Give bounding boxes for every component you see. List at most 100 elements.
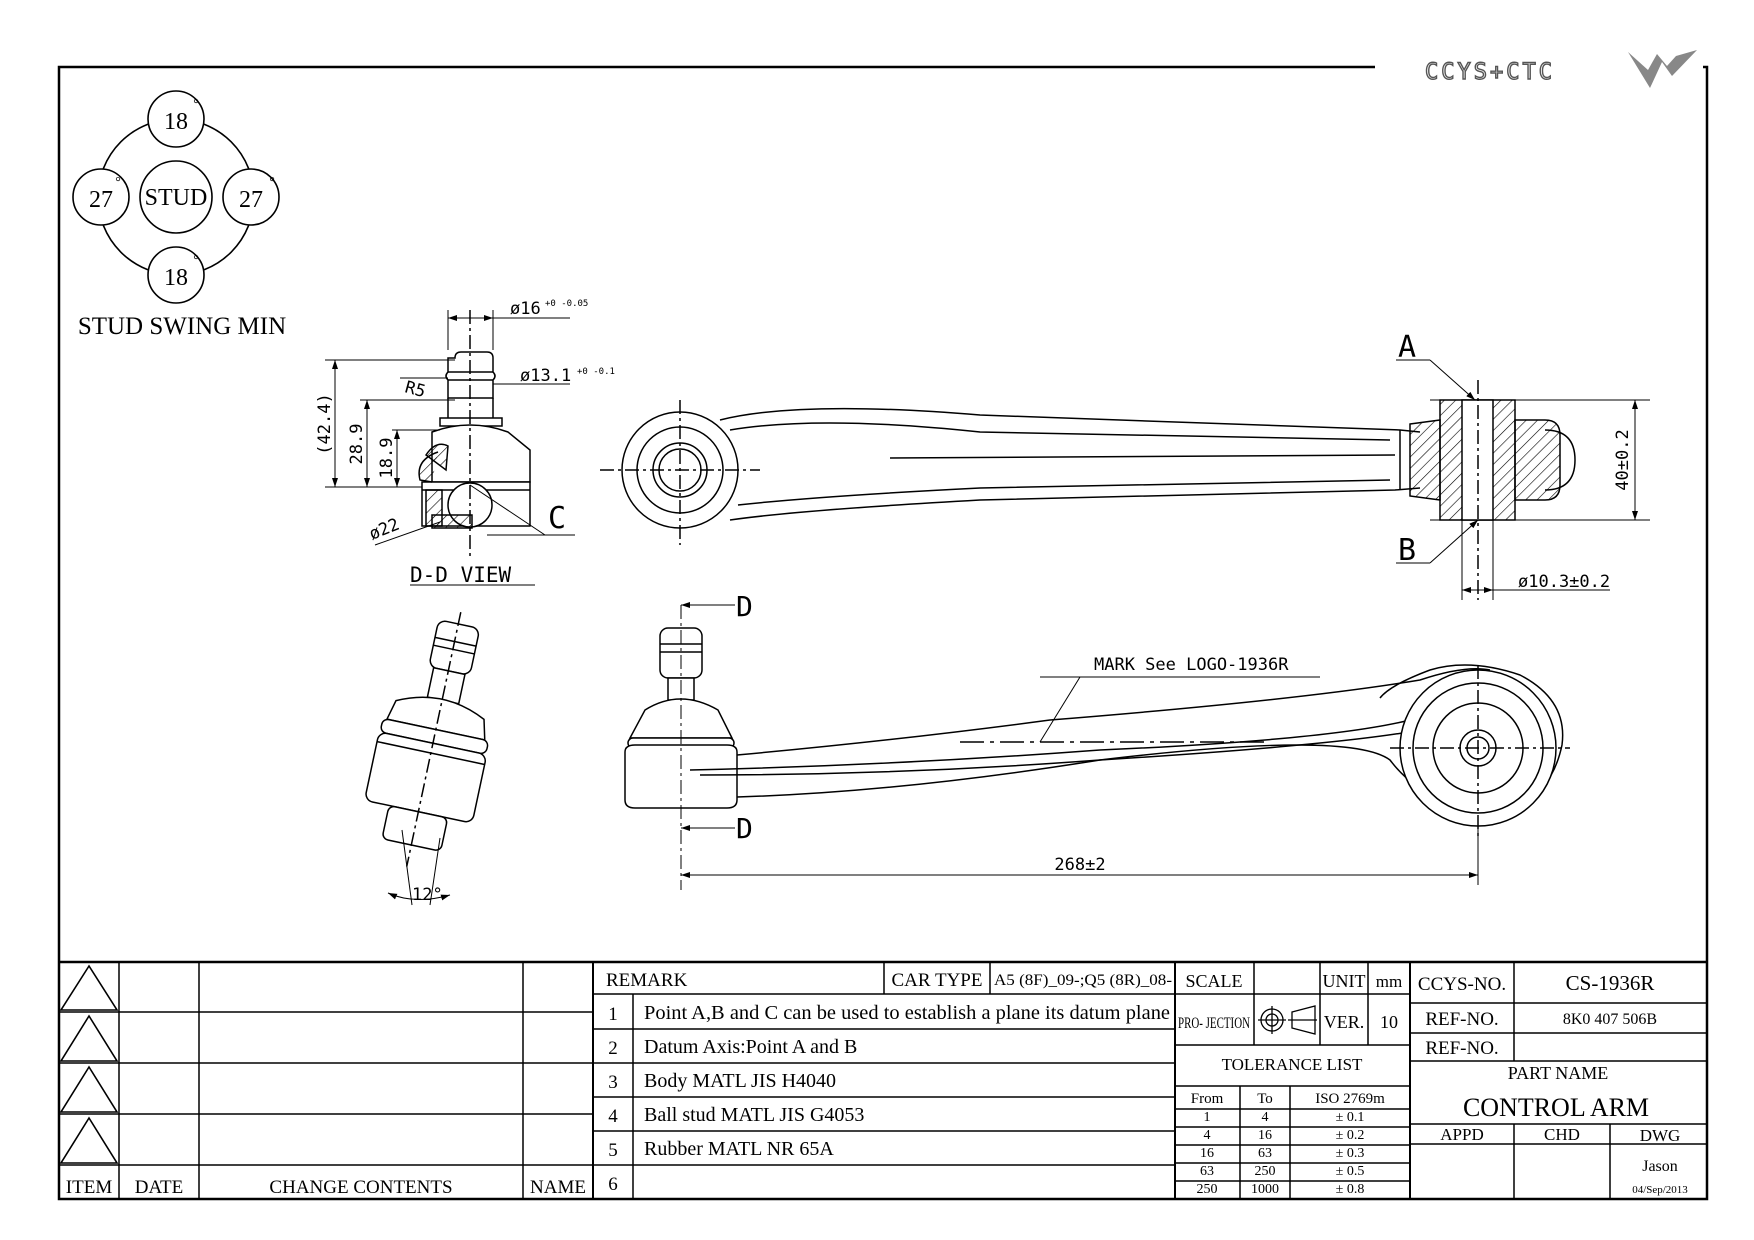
ccys-no-value: CS-1936R — [1566, 971, 1655, 995]
rev-header-date: DATE — [135, 1177, 184, 1198]
tol-from: 1 — [1204, 1110, 1211, 1125]
rev-header-change: CHANGE CONTENTS — [269, 1177, 452, 1198]
swing-left-value: 27 — [89, 187, 113, 213]
projection-label: PRO- JECTION — [1178, 1015, 1250, 1032]
ver-label: VER. — [1324, 1012, 1365, 1032]
tol-value: ± 0.8 — [1336, 1182, 1365, 1197]
tol-to: 4 — [1262, 1110, 1269, 1125]
mark-note: MARK See LOGO-1936R — [1094, 655, 1289, 675]
dim-radius: R5 — [403, 378, 428, 403]
logo-text: CCYS+CTC — [1425, 60, 1555, 85]
ref-no-value: 8K0 407 506B — [1563, 1011, 1657, 1028]
revision-triangles — [59, 964, 119, 1164]
dd-section-view — [418, 310, 531, 560]
drawer-name: Jason — [1642, 1158, 1678, 1175]
tol-value: ± 0.5 — [1336, 1164, 1365, 1179]
sheet-border — [57, 65, 1709, 1201]
swing-degree-mark: ° — [193, 97, 199, 112]
tol-value: ± 0.2 — [1336, 1128, 1365, 1143]
unit-value: mm — [1376, 972, 1402, 991]
top-view-dimensions — [1396, 359, 1650, 600]
tol-from: 4 — [1204, 1128, 1211, 1143]
dim-neck-diameter: ø13.1 — [520, 366, 571, 386]
ref-no-label: REF-NO. — [1425, 1009, 1498, 1030]
angle-dimension — [387, 829, 451, 906]
label-c: C — [548, 501, 566, 536]
tol-header-to: To — [1257, 1091, 1273, 1107]
car-type-label: CAR TYPE — [892, 970, 983, 991]
rev-header-item: ITEM — [66, 1177, 113, 1198]
dim-length: 268±2 — [1054, 855, 1105, 875]
part-name-label: PART NAME — [1508, 1063, 1608, 1083]
tol-header-iso: ISO 2769m — [1315, 1091, 1385, 1107]
remark-no: 6 — [608, 1174, 618, 1195]
dwg-label: DWG — [1640, 1126, 1681, 1145]
remark-no: 3 — [608, 1072, 618, 1093]
dd-view-dimensions — [325, 310, 575, 586]
swing-right-value: 27 — [239, 187, 263, 213]
dim-bush-height: 40±0.2 — [1613, 429, 1633, 490]
ver-value: 10 — [1380, 1012, 1398, 1032]
logo-mark-icon — [1628, 50, 1697, 88]
dd-view-title: D-D VIEW — [410, 563, 512, 587]
ref-no-label-2: REF-NO. — [1425, 1038, 1498, 1059]
company-logo: CCYS+CTC — [1424, 50, 1697, 88]
label-a: A — [1398, 330, 1416, 365]
stud-swing-diagram — [72, 90, 280, 304]
remark-no: 1 — [608, 1004, 618, 1025]
chd-label: CHD — [1544, 1125, 1580, 1144]
swing-degree-mark: ° — [193, 253, 199, 268]
tol-to: 1000 — [1251, 1182, 1279, 1197]
dim-height-28: 28.9 — [347, 424, 367, 465]
remark-title: REMARK — [606, 970, 688, 991]
remark-text: Rubber MATL NR 65A — [644, 1138, 834, 1160]
label-b: B — [1398, 533, 1416, 568]
dim-neck-diameter-tol: +0 -0.1 — [577, 367, 615, 377]
part-name-value: CONTROL ARM — [1463, 1093, 1649, 1122]
remark-no: 5 — [608, 1140, 618, 1161]
dim-angle: 12° — [412, 885, 443, 905]
swing-top-value: 18 — [164, 109, 188, 135]
remark-text: Ball stud MATL JIS G4053 — [644, 1104, 864, 1126]
tol-to: 63 — [1258, 1146, 1272, 1161]
remark-text: Body MATL JIS H4040 — [644, 1070, 836, 1092]
label-d-top: D — [736, 590, 753, 623]
swing-center-label: STUD — [145, 185, 208, 211]
tol-value: ± 0.1 — [1336, 1110, 1365, 1125]
dim-total-height: (42.4) — [315, 393, 335, 454]
dim-stud-diameter-tol: +0 -0.05 — [545, 299, 588, 309]
tol-from: 16 — [1200, 1146, 1214, 1161]
remark-no: 2 — [608, 1038, 618, 1059]
remark-no: 4 — [608, 1106, 618, 1127]
drawing-date: 04/Sep/2013 — [1632, 1184, 1688, 1196]
rev-header-name: NAME — [530, 1177, 586, 1198]
control-arm-side-view — [624, 627, 1570, 840]
appd-label: APPD — [1440, 1125, 1483, 1144]
dim-height-18: 18.9 — [377, 438, 397, 479]
dim-bush-bore: ø10.3±0.2 — [1518, 572, 1610, 592]
swing-degree-mark: ° — [269, 175, 275, 190]
swing-degree-mark: ° — [115, 175, 121, 190]
side-view-dimensions — [680, 602, 1479, 890]
tol-from: 63 — [1200, 1164, 1214, 1179]
tol-value: ± 0.3 — [1336, 1146, 1365, 1161]
label-d-bottom: D — [736, 812, 753, 845]
car-type-value: A5 (8F)_09-;Q5 (8R)_08- — [994, 972, 1172, 989]
control-arm-top-view — [600, 380, 1576, 600]
dim-stud-diameter: ø16 — [510, 299, 541, 319]
unit-label: UNIT — [1323, 971, 1366, 991]
remark-text: Datum Axis:Point A and B — [644, 1036, 857, 1058]
tol-header-from: From — [1191, 1091, 1224, 1107]
dim-ball-diameter: ø22 — [366, 515, 402, 545]
tol-from: 250 — [1197, 1182, 1218, 1197]
swing-caption: STUD SWING MIN — [78, 313, 286, 340]
tolerance-title: TOLERANCE LIST — [1222, 1055, 1363, 1074]
ball-joint-perspective-view — [365, 612, 489, 867]
projection-symbol-icon — [1258, 1005, 1317, 1035]
ccys-no-label: CCYS-NO. — [1418, 974, 1506, 995]
title-block-grid — [59, 960, 1707, 1199]
swing-bottom-value: 18 — [164, 265, 188, 291]
scale-label: SCALE — [1185, 971, 1242, 991]
tol-to: 250 — [1255, 1164, 1276, 1179]
